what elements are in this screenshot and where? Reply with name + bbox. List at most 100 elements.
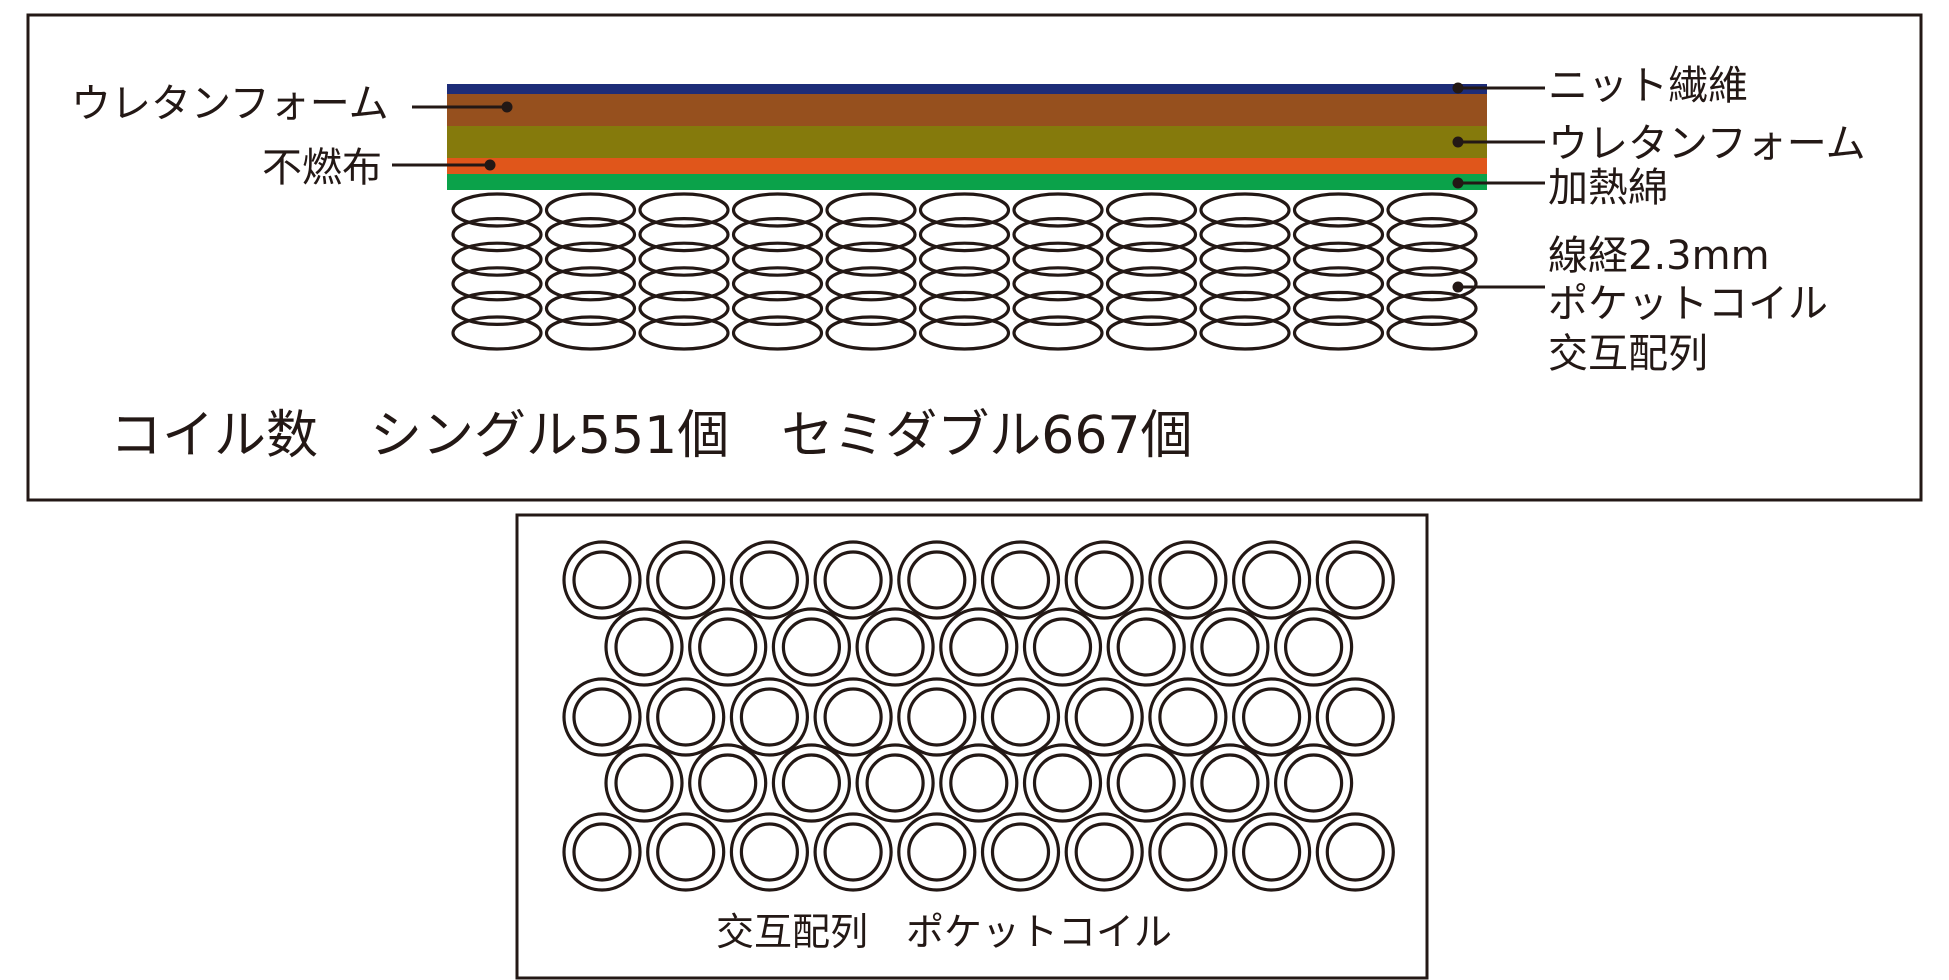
spring-loop [451, 192, 543, 228]
spring-loop [1292, 192, 1385, 228]
layer-urethane_top [447, 94, 1487, 126]
coil-circle [980, 812, 1061, 892]
coil-circle [1273, 743, 1354, 823]
spring-loop [1292, 266, 1385, 302]
leader-dot [1452, 177, 1464, 189]
spring-loop [1386, 315, 1478, 351]
label-coil-arrangement: 交互配列 [1548, 331, 1708, 377]
coil-circle [939, 607, 1019, 687]
coil-circle [646, 540, 726, 620]
coil-circle [1064, 812, 1144, 892]
label-left-urethane: ウレタンフォーム [71, 81, 389, 127]
coil-circle [562, 540, 642, 620]
coil-circle [855, 743, 935, 823]
coil-circle [1315, 677, 1395, 757]
coil-circle [813, 812, 893, 892]
coil-circle [729, 677, 810, 757]
coil-circle [1064, 540, 1144, 620]
coil-circle [1148, 540, 1228, 620]
coil-circle [980, 540, 1061, 620]
spring-coil [1199, 192, 1291, 351]
coil-circle [1190, 743, 1270, 823]
leader-dot [501, 101, 513, 113]
coil-circle [562, 677, 642, 757]
coil-circle [855, 607, 935, 687]
coil-circle [1231, 677, 1312, 757]
coil-circle [604, 743, 684, 823]
coil-circle [1315, 812, 1395, 892]
label-right-urethane: ウレタンフォーム [1548, 121, 1866, 167]
spring-loop [1012, 192, 1104, 228]
spring-loop [918, 241, 1011, 277]
spring-loop [1386, 241, 1478, 277]
label-right-knit: ニット繊維 [1548, 63, 1748, 109]
spring-loop [731, 315, 824, 351]
spring-loop [1012, 241, 1104, 277]
spring-loop [918, 266, 1011, 302]
coil-circle [604, 607, 684, 687]
coil-circle [813, 677, 893, 757]
spring-loop [1105, 241, 1198, 277]
coil-circle [1231, 812, 1312, 892]
spring-loop [918, 290, 1011, 326]
coil-circle [646, 677, 726, 757]
spring-loop [731, 241, 824, 277]
coil-circle [1022, 743, 1103, 823]
coil-circle [771, 607, 852, 687]
coil-circle [1148, 812, 1228, 892]
spring-loop [544, 315, 637, 351]
spring-coil [731, 192, 824, 351]
spring-loop [825, 241, 917, 277]
label-right-heat: 加熱綿 [1548, 165, 1668, 211]
layer-nonflame [447, 158, 1487, 174]
spring-loop [1386, 217, 1478, 253]
label-left-nonflame: 不燃布 [262, 145, 382, 191]
spring-loop [451, 241, 543, 277]
coil-circle [897, 812, 977, 892]
coil-circle [1315, 540, 1395, 620]
spring-loop [1199, 192, 1291, 228]
coil-count-text: コイル数 シングル551個 セミダブル667個 [110, 406, 1193, 466]
coil-circle [1148, 677, 1228, 757]
leader-dot [1452, 82, 1464, 94]
coil-circle [897, 540, 977, 620]
layer-knit [447, 84, 1487, 94]
spring-coil [451, 192, 543, 351]
coil-circle [771, 743, 852, 823]
spring-loop [1386, 290, 1478, 326]
coil-circle [1190, 607, 1270, 687]
spring-loop [825, 217, 917, 253]
coil-circle [688, 743, 768, 823]
spring-loop [1105, 192, 1198, 228]
spring-loop [1105, 266, 1198, 302]
leader-dot [484, 159, 496, 171]
spring-loop [1105, 290, 1198, 326]
coil-circle [1231, 540, 1312, 620]
spring-coil [1386, 192, 1478, 351]
spring-loop [1386, 266, 1478, 302]
spring-loop [1292, 217, 1385, 253]
spring-loop [638, 290, 730, 326]
leader-lines [392, 82, 1545, 293]
spring-loop [1012, 315, 1104, 351]
spring-loop [825, 315, 917, 351]
label-coil-wire: 線経2.3mm [1548, 233, 1770, 279]
spring-loop [731, 290, 824, 326]
spring-loop [451, 315, 543, 351]
spring-loop [1199, 241, 1291, 277]
coil-circle [897, 677, 977, 757]
spring-loop [451, 290, 543, 326]
layer-heat [447, 174, 1487, 190]
spring-coil [918, 192, 1011, 351]
spring-loop [1105, 217, 1198, 253]
spring-coils [451, 192, 1478, 351]
spring-loop [638, 266, 730, 302]
coil-circle [1022, 607, 1103, 687]
coil-circle [813, 540, 893, 620]
spring-coil [544, 192, 637, 351]
label-coil-type: ポケットコイル [1548, 281, 1828, 327]
spring-loop [544, 217, 637, 253]
spring-coil [1105, 192, 1198, 351]
spring-loop [544, 290, 637, 326]
